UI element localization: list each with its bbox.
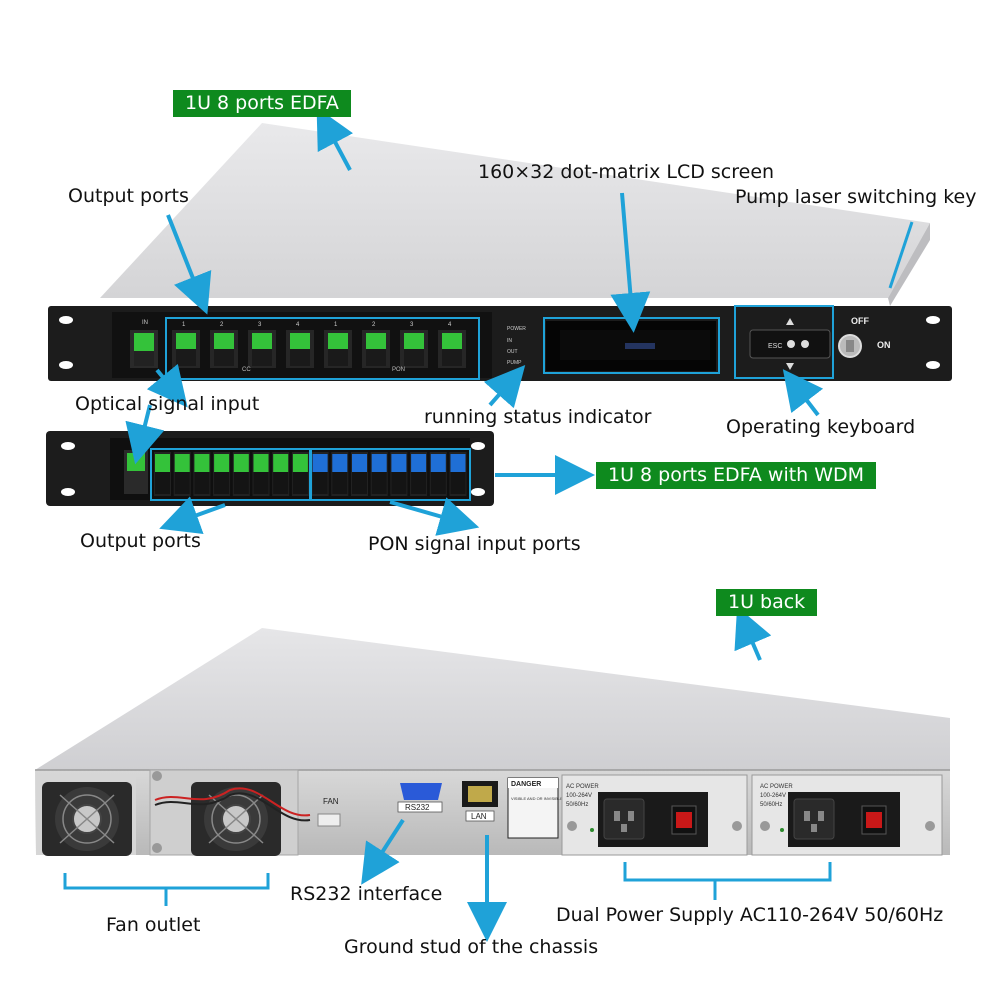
port-number: 1 (334, 322, 338, 328)
wdm-pon-port (410, 452, 428, 496)
rack-hole (59, 361, 73, 369)
front-output-port: 4 (286, 322, 314, 368)
front-unit: IN 1 2 3 4 1 2 3 4 CC PON POWER IN OUT PUMP ESC (48, 123, 952, 381)
down-arrow-icon (786, 363, 794, 370)
label-running-status: running status indicator (424, 406, 652, 428)
wdm-ports-group (154, 452, 467, 496)
label-ground-stud: Ground stud of the chassis (344, 936, 599, 958)
esc-key: ESC (768, 343, 782, 350)
psu-2: AC POWER 100-264V 50/60Hz (751, 774, 943, 856)
label-output-ports-wdm: Output ports (80, 530, 201, 552)
front-chassis-top (100, 123, 930, 298)
tag-wdm-edfa: 1U 8 ports EDFA with WDM (596, 462, 877, 489)
lcd-highlight (625, 343, 655, 349)
rs232-label: RS232 (405, 803, 430, 812)
psu1-freq: 50/60Hz (566, 802, 588, 808)
fan-2 (191, 782, 281, 856)
port-number: 4 (296, 322, 300, 328)
wdm-pon-port (331, 452, 349, 496)
label-fan-outlet: Fan outlet (106, 914, 201, 936)
operating-keypad: ESC (749, 318, 831, 370)
port-number: 3 (258, 322, 262, 328)
label-output-ports-top: Output ports (68, 185, 189, 207)
label-optical-input: Optical signal input (75, 393, 260, 415)
ground-stud (152, 771, 162, 781)
led-power-label: POWER (507, 326, 526, 332)
port-number: 4 (448, 322, 452, 328)
label-pump-key: Pump laser switching key (735, 186, 977, 208)
group-label-cc: CC (242, 367, 251, 373)
wdm-unit (46, 431, 494, 506)
back-unit: FAN RS232 LAN DANGER VISIBLE AND OR INVI… (35, 628, 950, 856)
front-output-port: 4 (438, 322, 466, 368)
wdm-output-port (232, 452, 250, 496)
wdm-pon-port (351, 452, 368, 496)
wdm-output-port (154, 452, 171, 496)
led-in-label: IN (507, 338, 512, 344)
rack-hole (926, 316, 940, 324)
wdm-pon-port (370, 452, 388, 496)
tag-back: 1U back (716, 589, 818, 616)
output-ports-group: 1 2 3 4 1 2 3 4 (172, 322, 466, 368)
wdm-output-port (272, 452, 290, 496)
front-output-port: 2 (362, 322, 390, 368)
port-number: 1 (182, 322, 186, 328)
fan-1 (42, 782, 132, 856)
rack-hole (926, 361, 940, 369)
fan-connector-label: FAN (323, 797, 339, 806)
back-chassis-top (35, 628, 950, 770)
group-label-pon: PON (392, 367, 405, 373)
front-output-port: 3 (248, 322, 276, 368)
led-out-label: OUT (507, 349, 518, 355)
port-number: 2 (220, 322, 224, 328)
in-port-label: IN (142, 320, 148, 326)
up-arrow-icon (786, 318, 794, 325)
wdm-output-port (291, 452, 309, 496)
rs232-port (400, 783, 442, 800)
wdm-pon-port (429, 452, 447, 496)
wdm-pon-frame (310, 448, 471, 501)
annotation-arrows (63, 107, 914, 942)
wdm-pon-port (449, 452, 467, 496)
front-output-port: 3 (400, 322, 428, 368)
psu2-title: AC POWER (760, 784, 793, 790)
front-output-port: 2 (210, 322, 238, 368)
on-label: ON (877, 340, 891, 350)
output-ports-frame (165, 317, 480, 380)
tag-front-edfa: 1U 8 ports EDFA (173, 90, 351, 117)
port-number: 2 (372, 322, 376, 328)
label-dual-power: Dual Power Supply AC110-264V 50/60Hz (556, 904, 944, 926)
label-rs232: RS232 interface (290, 883, 443, 905)
label-operating-keyboard: Operating keyboard (726, 416, 916, 438)
wdm-output-port (193, 452, 211, 496)
rack-hole (59, 316, 73, 324)
psu1-voltage: 100-264V (566, 793, 592, 799)
psu-1: AC POWER 100-264V 50/60Hz (561, 774, 748, 856)
front-output-port: 1 (324, 322, 352, 368)
psu1-title: AC POWER (566, 784, 599, 790)
front-output-port: 1 (172, 322, 200, 368)
lan-label: LAN (471, 812, 487, 821)
danger-label: DANGER (511, 781, 541, 788)
off-label: OFF (851, 316, 869, 326)
wdm-pon-port (311, 452, 329, 496)
label-pon-input: PON signal input ports (368, 533, 581, 555)
port-number: 3 (410, 322, 414, 328)
led-pump-label: PUMP (507, 360, 522, 366)
psu2-freq: 50/60Hz (760, 802, 782, 808)
optical-input-port (130, 330, 158, 368)
wdm-output-port (213, 452, 231, 496)
wdm-pon-port (390, 452, 408, 496)
status-led-column: POWER IN OUT PUMP (507, 326, 526, 366)
label-lcd-screen: 160×32 dot-matrix LCD screen (478, 161, 775, 183)
psu2-voltage: 100-264V (760, 793, 786, 799)
wdm-output-port (252, 452, 270, 496)
wdm-output-port (173, 452, 191, 496)
